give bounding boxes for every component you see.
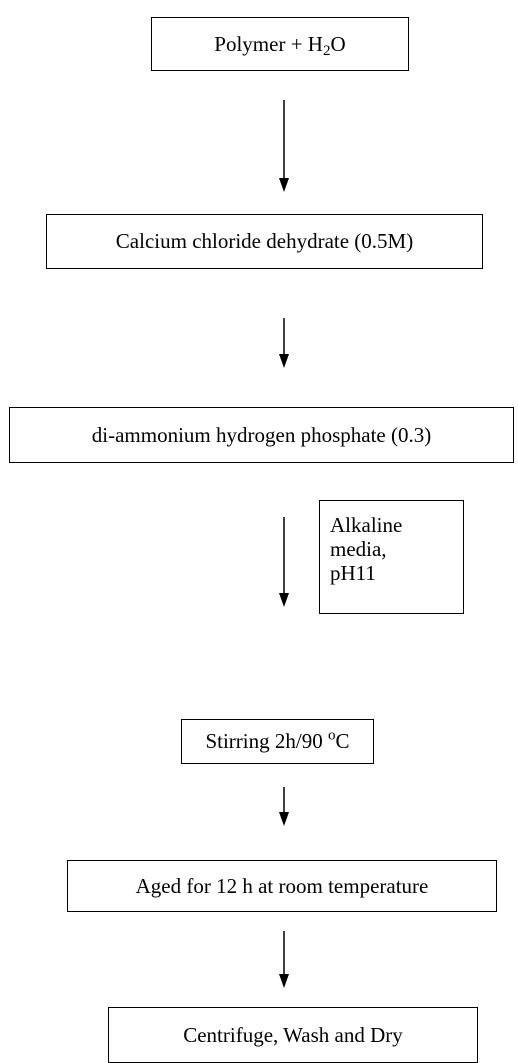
step-calcium-chloride: Calcium chloride dehydrate (0.5M) xyxy=(46,214,483,269)
arrow-4 xyxy=(279,787,289,826)
arrow-5 xyxy=(279,931,289,988)
step-polymer-water-label: Polymer + H2O xyxy=(214,31,346,59)
condition-note-alkaline: Alkaline media, pH11 xyxy=(319,500,464,614)
arrow-1 xyxy=(279,100,289,192)
step-aging: Aged for 12 h at room temperature xyxy=(67,860,497,912)
condition-note-line: pH11 xyxy=(330,561,376,585)
step-aging-label: Aged for 12 h at room temperature xyxy=(135,873,429,898)
step-diammonium-phosphate: di-ammonium hydrogen phosphate (0.3) xyxy=(9,407,514,463)
step-calcium-chloride-label: Calcium chloride dehydrate (0.5M) xyxy=(115,229,414,253)
step-centrifuge-wash-dry-label: Centrifuge, Wash and Dry xyxy=(183,1022,403,1047)
arrow-3 xyxy=(279,517,289,607)
step-polymer-water: Polymer + H2O xyxy=(151,17,409,71)
arrow-2 xyxy=(279,318,289,368)
step-stirring-label: Stirring 2h/90 oC xyxy=(205,727,350,753)
condition-note-line: Alkaline xyxy=(330,513,403,537)
step-stirring: Stirring 2h/90 oC xyxy=(181,719,374,764)
condition-note-line: media, xyxy=(330,537,387,561)
step-diammonium-phosphate-label: di-ammonium hydrogen phosphate (0.3) xyxy=(91,422,432,447)
